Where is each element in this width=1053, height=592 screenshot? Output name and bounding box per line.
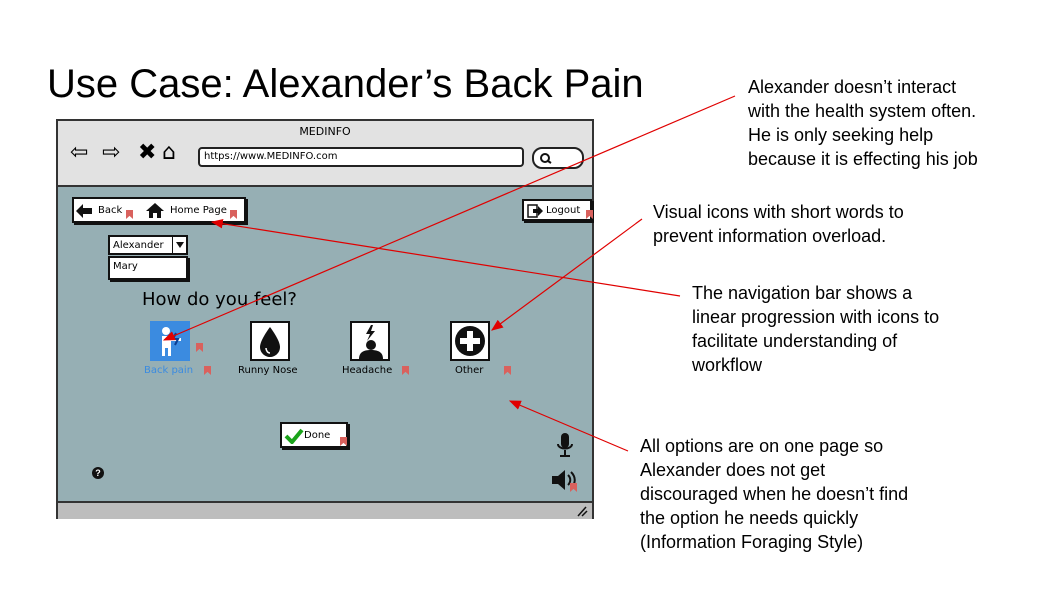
logout-button[interactable]: Logout [522, 199, 593, 221]
note-health-system: Alexander doesn’t interact with the heal… [748, 75, 978, 171]
marker-icon [126, 210, 133, 219]
dropdown-toggle[interactable] [172, 237, 187, 253]
option-other[interactable] [450, 321, 490, 361]
marker-icon [586, 210, 593, 219]
microphone-icon[interactable] [556, 433, 574, 459]
back-arrow-icon[interactable]: ⇦ [70, 140, 89, 165]
marker-icon [204, 366, 211, 375]
note-line: He is only seeking help [748, 125, 934, 145]
user-select[interactable]: Alexander [108, 235, 188, 255]
home-page-link[interactable]: Home Page [170, 205, 227, 216]
user-option-label: Mary [113, 261, 138, 272]
note-line: the option he needs quickly [640, 508, 859, 528]
help-icon[interactable]: ? [92, 467, 104, 479]
done-button[interactable]: Done [280, 422, 348, 448]
chevron-down-icon [176, 242, 184, 248]
note-line: (Information Foraging Style) [640, 532, 864, 552]
resize-grip-icon[interactable] [574, 505, 588, 517]
option-label: Runny Nose [238, 365, 298, 376]
home-icon[interactable]: ⌂ [162, 140, 176, 165]
note-line: The navigation bar shows a [692, 283, 913, 303]
marker-icon [230, 210, 237, 219]
checkmark-icon [284, 428, 304, 444]
note-line: linear progression with icons to [692, 307, 940, 327]
arrow-left-icon [76, 204, 92, 218]
note-one-page: All options are on one page so Alexander… [640, 434, 908, 554]
option-runny-nose[interactable] [250, 321, 290, 361]
option-headache[interactable] [350, 321, 390, 361]
question-heading: How do you feel? [142, 289, 297, 310]
marker-icon [402, 366, 409, 375]
option-tile [150, 321, 190, 361]
note-line: Alexander doesn’t interact [748, 77, 957, 97]
browser-chrome: MEDINFO ⇦ ⇨ ✖ ⌂ https://www.MEDINFO.com [58, 121, 592, 187]
navigation-bar: Back Home Page [72, 197, 246, 223]
mockup-window: MEDINFO ⇦ ⇨ ✖ ⌂ https://www.MEDINFO.com … [56, 119, 594, 519]
marker-icon [340, 437, 347, 446]
user-select-value: Alexander [113, 240, 164, 251]
note-line: facilitate understanding of [692, 331, 898, 351]
search-icon [540, 153, 552, 164]
note-line: All options are on one page so [640, 436, 884, 456]
marker-icon [570, 483, 577, 492]
slide-title: Use Case: Alexander’s Back Pain [47, 62, 644, 106]
window-title: MEDINFO [299, 125, 351, 138]
search-field[interactable] [532, 147, 584, 169]
note-visual-icons: Visual icons with short words to prevent… [653, 200, 904, 248]
logout-icon [527, 204, 543, 218]
forward-arrow-icon[interactable]: ⇨ [102, 140, 121, 165]
note-navigation-bar: The navigation bar shows a linear progre… [692, 281, 939, 377]
done-label: Done [304, 430, 331, 441]
option-label: Other [455, 365, 484, 376]
house-icon [146, 203, 164, 218]
note-line: workflow [692, 355, 763, 375]
drop-icon [260, 327, 280, 357]
note-line: discouraged when he doesn’t find [640, 484, 909, 504]
option-label: Headache [342, 365, 393, 376]
back-link[interactable]: Back [98, 205, 123, 216]
status-bar [58, 501, 592, 519]
close-icon[interactable]: ✖ [138, 140, 157, 165]
user-option-mary[interactable]: Mary [108, 256, 188, 280]
note-line: with the health system often. [748, 101, 977, 121]
plus-icon [455, 326, 485, 356]
note-line: Alexander does not get [640, 460, 826, 480]
note-line: Visual icons with short words to [653, 202, 904, 222]
option-label: Back pain [144, 365, 194, 376]
headache-icon [359, 325, 383, 359]
marker-icon [504, 366, 511, 375]
back-pain-icon [162, 327, 181, 356]
note-line: prevent information overload. [653, 226, 887, 246]
logout-label: Logout [546, 205, 581, 216]
note-line: because it is effecting his job [748, 149, 978, 169]
marker-icon [196, 343, 203, 352]
url-bar[interactable]: https://www.MEDINFO.com [198, 147, 524, 167]
